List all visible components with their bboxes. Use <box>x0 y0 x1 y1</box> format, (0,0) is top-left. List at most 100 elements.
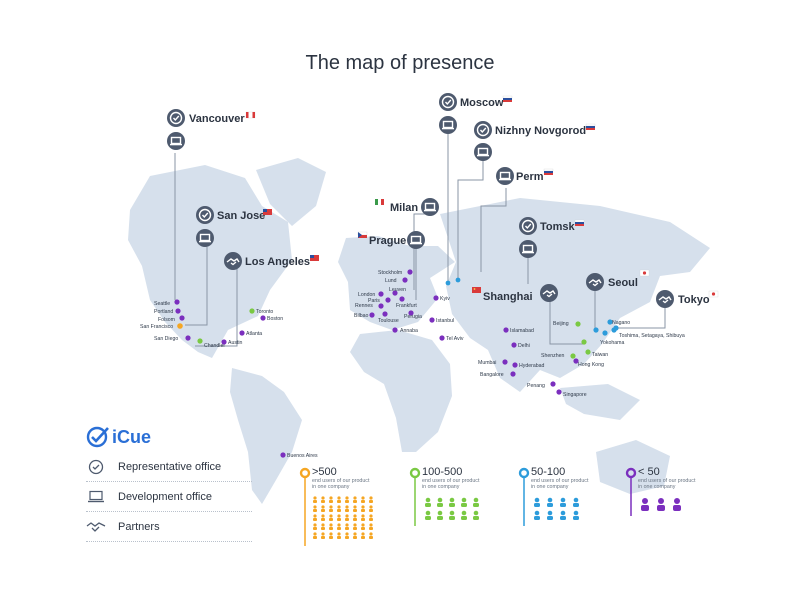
svg-text:Shenzhen: Shenzhen <box>541 353 564 359</box>
office-milan[interactable]: Milan <box>375 197 440 217</box>
tier-over-500: >500 end users of our product in one com… <box>298 466 373 546</box>
svg-text:Tel Aviv: Tel Aviv <box>446 336 464 342</box>
svg-text:Bangalore: Bangalore <box>480 372 504 378</box>
city-lund: Lund <box>385 277 408 284</box>
city-toulouse: Toulouse <box>378 311 399 324</box>
logo-check-icon <box>86 426 109 448</box>
office-shanghai[interactable]: Shanghai <box>472 283 559 303</box>
legend-representative-office: Representative office <box>86 452 252 482</box>
city-san-francisco: San Francisco <box>140 323 183 330</box>
office-seoul[interactable]: Seoul <box>585 269 650 292</box>
people-icons <box>313 496 373 539</box>
city-leuven: Leuven <box>389 287 406 296</box>
svg-text:Singapore: Singapore <box>563 392 587 398</box>
legend-development-office: Development office <box>86 482 252 512</box>
logo-text: iCue <box>112 426 152 447</box>
svg-text:Annaba: Annaba <box>400 328 418 334</box>
city-yokohama: Yokohama <box>600 330 624 346</box>
svg-text:Nizhny Novgorod: Nizhny Novgorod <box>495 125 586 137</box>
city-san-diego: San Diego <box>154 335 191 342</box>
city-portland: Portland <box>154 308 181 315</box>
svg-text:San Jose: San Jose <box>217 210 265 222</box>
city-stockholm: Stockholm <box>378 269 413 276</box>
office-san-jose[interactable]: San Jose <box>195 205 272 248</box>
svg-text:Rennes: Rennes <box>355 303 373 309</box>
city-seattle: Seattle <box>154 299 180 307</box>
city-delhi: Delhi <box>511 342 530 349</box>
svg-text:Bilbao: Bilbao <box>354 313 369 319</box>
city-tel-aviv: Tel Aviv <box>439 335 464 342</box>
tier-value: 50-100 <box>531 466 566 478</box>
svg-text:Taiwan: Taiwan <box>592 352 608 358</box>
office-vancouver[interactable]: Vancouver <box>166 108 256 151</box>
svg-text:San Diego: San Diego <box>154 336 178 342</box>
city-annaba: Annaba <box>392 327 418 334</box>
svg-text:Moscow: Moscow <box>460 97 504 109</box>
tier-marker <box>299 467 311 546</box>
legend-label: Development office <box>118 490 212 503</box>
city-hong-kong: Hong Kong <box>573 358 604 368</box>
leader-lines <box>174 133 666 347</box>
svg-text:Milan: Milan <box>390 202 418 214</box>
svg-text:Portland: Portland <box>154 309 173 315</box>
office-perm[interactable]: Perm <box>495 166 554 186</box>
svg-text:Atlanta: Atlanta <box>246 331 262 337</box>
svg-text:Seattle: Seattle <box>154 301 170 307</box>
tier-caption: end users of our product in one company <box>422 478 480 490</box>
office-tokyo[interactable]: Tokyo <box>655 289 719 309</box>
city-singapore: Singapore <box>556 389 587 398</box>
tier-marker <box>409 467 421 526</box>
svg-text:Buenos Aires: Buenos Aires <box>287 453 318 459</box>
svg-text:San Francisco: San Francisco <box>140 324 173 330</box>
city-buenos-aires: Buenos Aires <box>280 452 318 459</box>
svg-text:Hong Kong: Hong Kong <box>578 362 604 368</box>
svg-text:Penang: Penang <box>527 383 545 389</box>
city-london: London <box>358 291 384 298</box>
city-boston: Boston <box>260 315 283 322</box>
svg-text:Perugia: Perugia <box>404 314 422 320</box>
svg-text:Toronto: Toronto <box>256 309 273 315</box>
office-prague[interactable]: Prague <box>357 230 426 250</box>
laptop-icon <box>86 490 106 504</box>
svg-text:Stockholm: Stockholm <box>378 270 402 276</box>
city-frankfurt: Frankfurt <box>396 296 417 309</box>
office-tomsk[interactable]: Tomsk <box>518 216 585 259</box>
city-atlanta: Atlanta <box>239 330 262 337</box>
tier-value: >500 <box>312 466 337 478</box>
city-rennes: Rennes <box>355 303 384 309</box>
svg-text:Delhi: Delhi <box>518 343 530 349</box>
svg-text:Shanghai: Shanghai <box>483 291 533 303</box>
office-los-angeles[interactable]: Los Angeles <box>223 251 319 271</box>
svg-text:Toshima, Setagaya, Shibuya: Toshima, Setagaya, Shibuya <box>619 333 685 339</box>
tier-caption: end users of our product in one company <box>638 478 696 490</box>
svg-text:Lund: Lund <box>385 278 397 284</box>
office-nizhny-novgorod[interactable]: Nizhny Novgorod <box>473 120 596 162</box>
svg-text:London: London <box>358 292 375 298</box>
city-chandler: Chandler <box>197 338 225 349</box>
svg-text:Yokohama: Yokohama <box>600 340 624 346</box>
page-title: The map of presence <box>305 52 495 74</box>
svg-text:Chandler: Chandler <box>204 343 225 349</box>
office-moscow[interactable]: Moscow <box>438 92 513 135</box>
svg-text:Seoul: Seoul <box>608 277 638 289</box>
people-icons <box>534 497 579 520</box>
tier-value: < 50 <box>638 466 660 478</box>
svg-text:Vancouver: Vancouver <box>189 113 245 125</box>
svg-text:Nagano: Nagano <box>612 320 630 326</box>
city-paris: Paris <box>368 297 391 304</box>
svg-text:Austin: Austin <box>228 340 243 346</box>
city-bilbao: Bilbao <box>354 312 375 319</box>
city-taiwan: Taiwan <box>585 349 608 358</box>
svg-text:Paris: Paris <box>368 298 380 304</box>
city-beijing: Beijing <box>553 321 581 327</box>
svg-text:Los Angeles: Los Angeles <box>245 256 310 268</box>
svg-text:Leuven: Leuven <box>389 287 406 293</box>
svg-text:Boston: Boston <box>267 316 283 322</box>
handshake-icon <box>86 520 106 534</box>
icue-logo: iCue <box>86 426 252 448</box>
people-icons <box>641 498 681 511</box>
svg-text:Frankfurt: Frankfurt <box>396 303 417 309</box>
svg-text:Perm: Perm <box>516 171 544 183</box>
tier-marker <box>625 467 637 516</box>
svg-text:Kyiv: Kyiv <box>440 296 450 302</box>
